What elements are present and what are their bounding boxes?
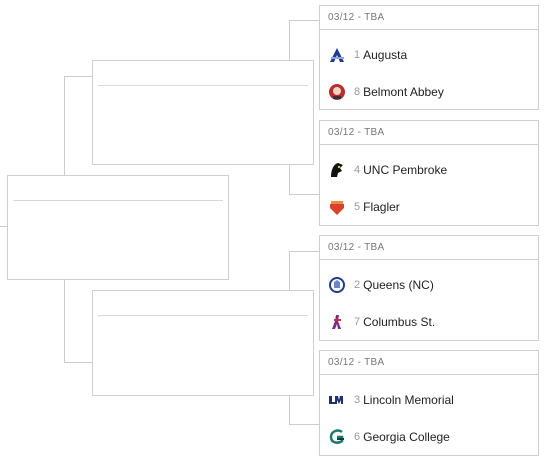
team-row[interactable]: 8 Belmont Abbey (328, 82, 444, 102)
team-name: Augusta (363, 48, 408, 62)
bracket-connector (289, 20, 320, 21)
lmu-logo-icon (329, 396, 345, 404)
game-card[interactable]: 03/12 - TBA 1 Augusta 8 Belmont Abbey (319, 5, 539, 110)
team-seed: 3 (354, 394, 361, 406)
team-name: Flagler (363, 200, 400, 214)
slot-header-divider (93, 61, 313, 86)
team-name: Lincoln Memorial (363, 393, 454, 407)
game-card[interactable]: 03/12 - TBA 2 Queens (NC) 7 Columbus St. (319, 235, 539, 341)
game-status: 03/12 - TBA (320, 121, 538, 145)
bracket-connector (64, 280, 65, 363)
team-name: Georgia College (363, 430, 450, 444)
team-name: Queens (NC) (363, 278, 434, 292)
bracket-connector (289, 424, 320, 425)
team-row[interactable]: 1 Augusta (328, 45, 407, 65)
team-row[interactable]: 6 Georgia College (328, 427, 450, 447)
game-card[interactable]: 03/12 - TBA 3 Lincoln Memorial 6 Georgia… (319, 350, 539, 456)
bracket-connector (64, 76, 65, 176)
semifinal-slot-top[interactable] (92, 60, 314, 165)
team-row[interactable]: 2 Queens (NC) (328, 275, 434, 295)
unc-pembroke-logo-icon (331, 163, 343, 177)
slot-header-divider (93, 291, 313, 316)
team-row[interactable]: 4 UNC Pembroke (328, 160, 447, 180)
team-row[interactable]: 3 Lincoln Memorial (328, 390, 454, 410)
bracket-connector (0, 226, 8, 227)
columbus-state-logo-icon (332, 315, 341, 329)
team-seed: 2 (354, 279, 361, 291)
belmont-abbey-logo-icon (329, 84, 345, 100)
bracket-connector (289, 251, 320, 252)
team-row[interactable]: 7 Columbus St. (328, 312, 435, 332)
team-seed: 7 (354, 316, 361, 328)
team-name: Belmont Abbey (363, 85, 444, 99)
augusta-logo-icon (330, 48, 344, 62)
game-card[interactable]: 03/12 - TBA 4 UNC Pembroke 5 Flagler (319, 120, 539, 226)
game-status: 03/12 - TBA (320, 6, 538, 30)
queens-logo-icon (329, 277, 345, 293)
team-seed: 6 (354, 431, 361, 443)
semifinal-slot-bottom[interactable] (92, 290, 314, 396)
team-seed: 4 (354, 164, 361, 176)
final-slot[interactable] (7, 175, 229, 280)
team-seed: 8 (354, 86, 361, 98)
game-status: 03/12 - TBA (320, 236, 538, 260)
bracket-connector (64, 362, 93, 363)
team-seed: 5 (354, 201, 361, 213)
team-name: UNC Pembroke (363, 163, 448, 177)
team-seed: 1 (354, 49, 361, 61)
flagler-logo-icon (330, 201, 344, 215)
bracket-connector (289, 194, 320, 195)
slot-header-divider (8, 176, 228, 201)
game-status: 03/12 - TBA (320, 351, 538, 375)
bracket-connector (64, 76, 93, 77)
georgia-college-logo-icon (329, 429, 344, 444)
team-row[interactable]: 5 Flagler (328, 197, 400, 217)
team-name: Columbus St. (363, 315, 436, 329)
